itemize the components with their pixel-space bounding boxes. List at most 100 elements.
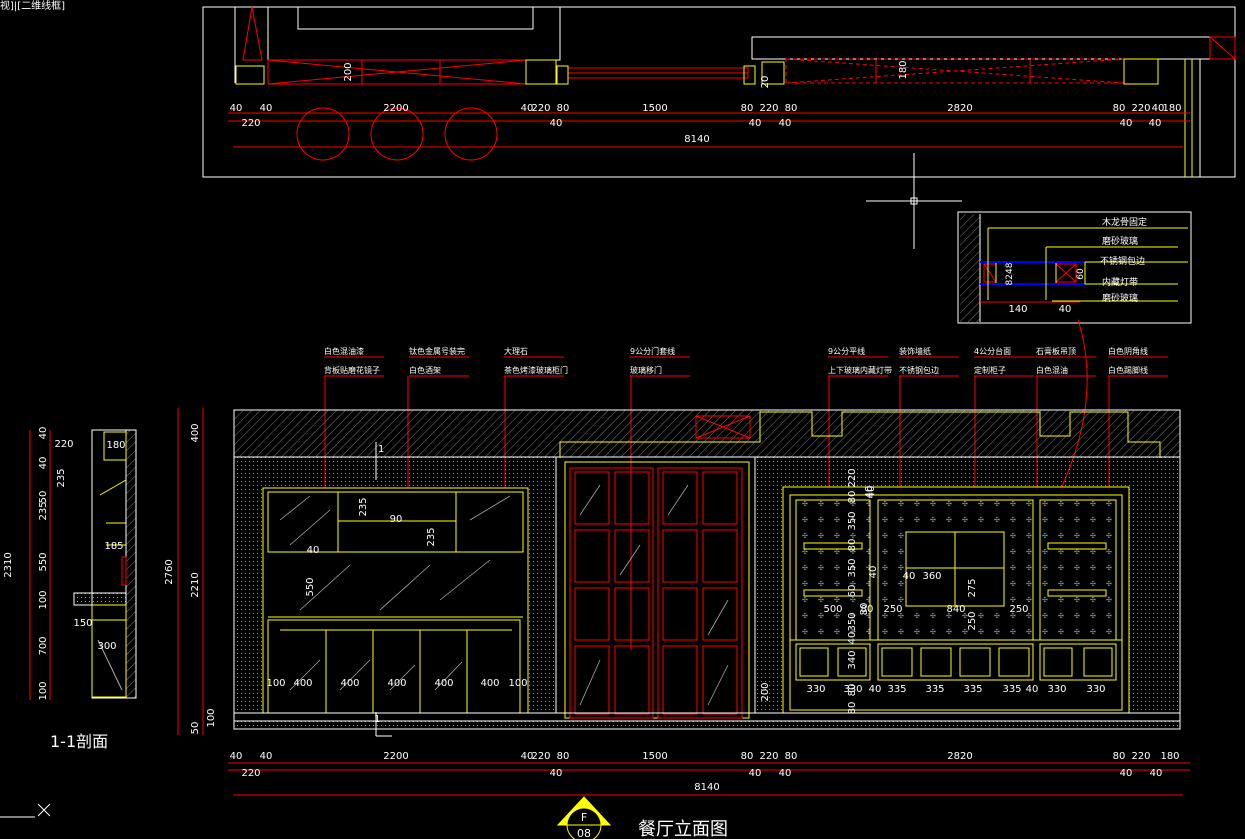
right-cab-hdim: 360 bbox=[922, 571, 941, 582]
elevation-dim-label: 1500 bbox=[642, 751, 667, 762]
callout-label: 9公分门套线 bbox=[630, 346, 675, 356]
right-cab-bottom-dim: 40 bbox=[869, 684, 882, 695]
detail-label-3: 不锈钢包边 bbox=[1100, 255, 1145, 267]
right-cab-hdim: 40 bbox=[903, 571, 916, 582]
right-cab-vdim: 80 bbox=[847, 491, 858, 504]
section-view bbox=[29, 429, 137, 700]
plan-dim-label: 80 bbox=[741, 103, 754, 114]
plan-dim-label: 80 bbox=[557, 103, 570, 114]
section-sub-dim: 180 bbox=[106, 440, 125, 451]
callout-label: 钛色金属号装完 bbox=[409, 346, 465, 356]
elevation-dim-label: 40 bbox=[521, 751, 534, 762]
marker-letter: F bbox=[581, 811, 587, 824]
callout-label: 背板贴磨花镜子 bbox=[324, 365, 380, 375]
close-icon[interactable] bbox=[0, 803, 51, 818]
elevation-dim-label: 40 bbox=[1150, 768, 1163, 779]
elevation-height-100: 100 bbox=[206, 708, 217, 727]
plan-dim-label: 220 bbox=[1131, 103, 1150, 114]
plan-dim-label: 80 bbox=[785, 103, 798, 114]
detail-dim-140: 140 bbox=[1008, 304, 1027, 315]
right-cab-bottom-dim: 335 bbox=[887, 684, 906, 695]
crosshair-icon bbox=[866, 153, 962, 249]
callout-label: 不锈钢包边 bbox=[899, 365, 939, 375]
callout-label: 装饰墙纸 bbox=[899, 346, 931, 356]
right-cab-bottom-dim: 330 bbox=[1047, 684, 1066, 695]
section-title: 1-1剖面 bbox=[50, 732, 108, 751]
right-cab-hdim: 250 bbox=[883, 604, 902, 615]
left-cab-bottom-dim: 400 bbox=[293, 678, 312, 689]
section-dim-label: 40 bbox=[38, 427, 49, 440]
callout-label: 大理石 bbox=[504, 346, 528, 356]
right-cab-bottom-dim: 330 bbox=[806, 684, 825, 695]
right-cab-bottom-dim: 330 bbox=[843, 684, 862, 695]
right-cab-vdim: 40 bbox=[847, 632, 858, 645]
right-cab-vdim: 220 bbox=[847, 468, 858, 487]
left-cab-dim: 90 bbox=[390, 514, 403, 525]
detail-label-4: 内藏灯带 bbox=[1102, 276, 1138, 288]
right-cab-hdim: 275 bbox=[967, 578, 978, 597]
plan-dim-label: 40 bbox=[260, 103, 273, 114]
elevation-dim-label: 80 bbox=[785, 751, 798, 762]
plan-dim-label: 40 bbox=[779, 118, 792, 129]
right-cab-vdim: 40 bbox=[866, 486, 877, 499]
right-cab-vdim: 80 bbox=[847, 539, 858, 552]
left-cab-dim: 40 bbox=[307, 545, 320, 556]
section-sub-dim: 150 bbox=[73, 618, 92, 629]
left-cab-dim: 550 bbox=[305, 577, 316, 596]
elevation-dim-label: 220 bbox=[241, 768, 260, 779]
section-dim-label: 100 bbox=[38, 681, 49, 700]
callout-label: 茶色烤漆玻璃柜门 bbox=[504, 365, 568, 375]
right-cab-bottom-dim: 330 bbox=[1086, 684, 1105, 695]
elevation-dim-label: 80 bbox=[1113, 751, 1126, 762]
left-cab-dim: 235 bbox=[426, 527, 437, 546]
left-cab-dim: 235 bbox=[358, 497, 369, 516]
right-cab-vdim: 80 bbox=[847, 684, 858, 697]
right-cab-bottom-dim: 335 bbox=[963, 684, 982, 695]
plan-dim-20: 20 bbox=[760, 76, 771, 89]
left-cab-bottom-dim: 100 bbox=[508, 678, 527, 689]
detail-dim-8248: 8248 bbox=[1005, 262, 1015, 285]
elevation-dim-label: 40 bbox=[1120, 768, 1133, 779]
right-cab-vdim: 350 bbox=[847, 558, 858, 577]
left-cab-bottom-dim: 400 bbox=[340, 678, 359, 689]
elevation-dim-label: 40 bbox=[260, 751, 273, 762]
callout-label: 石膏板吊顶 bbox=[1036, 346, 1076, 356]
callout-label: 玻璃移门 bbox=[630, 365, 662, 375]
callout-label: 白色酒架 bbox=[409, 365, 441, 375]
right-cab-vdim: 40 bbox=[868, 566, 879, 579]
plan-dim-label: 2200 bbox=[383, 103, 408, 114]
marker-number: 08 bbox=[577, 827, 591, 839]
callout-label: 白色踢脚线 bbox=[1108, 365, 1148, 375]
right-cab-hdim: 250 bbox=[1009, 604, 1028, 615]
section-sub-dim: 220 bbox=[54, 439, 73, 450]
detail-label-5: 磨砂玻璃 bbox=[1102, 292, 1138, 304]
right-cab-hdim: 500 bbox=[823, 604, 842, 615]
plan-dim-label: 40 bbox=[1120, 118, 1133, 129]
cut-label-top: 1 bbox=[378, 444, 384, 455]
plan-dim-label: 40 bbox=[521, 103, 534, 114]
elevation-height-bottom: 50 bbox=[190, 722, 201, 735]
elevation-dim-label: 40 bbox=[230, 751, 243, 762]
detail-label-2: 磨砂玻璃 bbox=[1102, 235, 1138, 247]
plan-dim-label: 40 bbox=[550, 118, 563, 129]
elevation-dim-label: 180 bbox=[1160, 751, 1179, 762]
elevation-title: 餐厅立面图 bbox=[638, 819, 728, 839]
elevation-dim-label: 80 bbox=[557, 751, 570, 762]
detail-label-1: 木龙骨固定 bbox=[1102, 216, 1147, 228]
section-sub-dim: 185 bbox=[104, 541, 123, 552]
right-cab-bottom-dim: 40 bbox=[1026, 684, 1039, 695]
plan-dim-180: 180 bbox=[898, 60, 909, 79]
plan-dim-label: 1500 bbox=[642, 103, 667, 114]
right-cab-vdim: 80 bbox=[847, 702, 858, 715]
viewport-label[interactable]: 视]|[二维线框] bbox=[0, 0, 65, 12]
plan-dim-label: 180 bbox=[1162, 103, 1181, 114]
detail-dim-60: 60 bbox=[1076, 268, 1086, 280]
section-dim-label: 550 bbox=[38, 552, 49, 571]
plan-dim-label: 220 bbox=[531, 103, 550, 114]
cut-label-bottom: 1 bbox=[374, 714, 380, 725]
elevation-height-mid: 2210 bbox=[190, 572, 201, 597]
callout-label: 白色混油漆 bbox=[324, 346, 364, 356]
